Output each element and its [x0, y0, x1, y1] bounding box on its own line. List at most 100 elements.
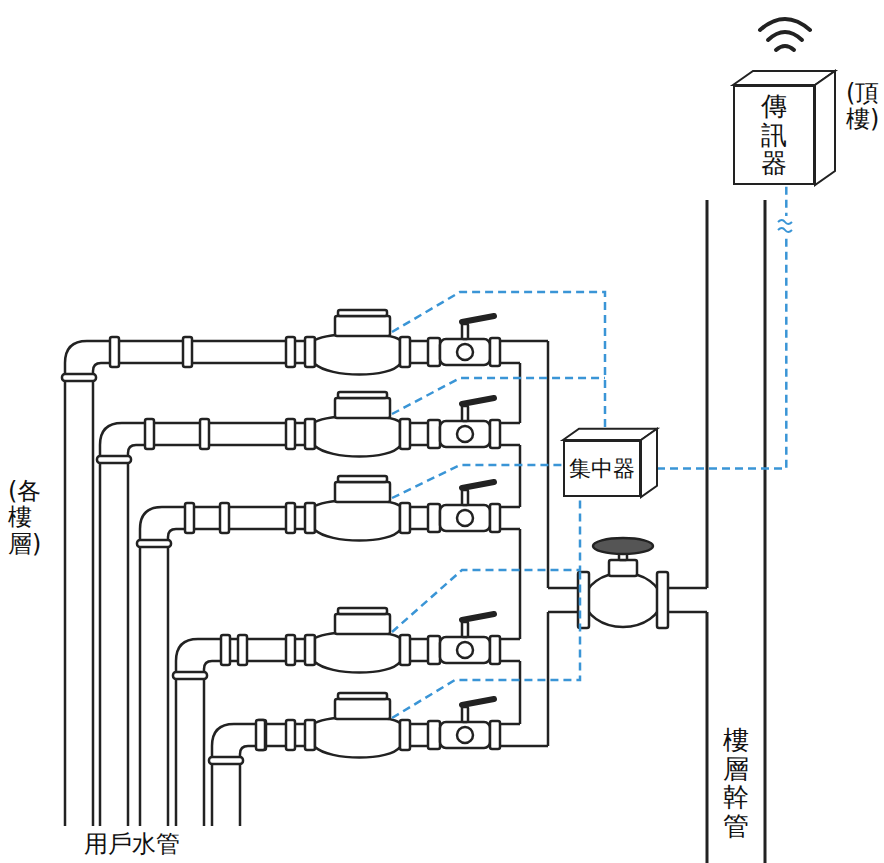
valve-nut: [490, 420, 500, 448]
pipe-wall: [500, 639, 520, 661]
pipe-wall: [500, 724, 520, 746]
meter-lid: [338, 608, 387, 614]
signal-wire: [392, 378, 605, 414]
meter-flange: [305, 635, 315, 665]
meter-lid: [338, 392, 387, 398]
pipe-coupling: [257, 720, 266, 750]
ball-valve-ball: [457, 426, 473, 442]
valve-stem: [462, 622, 468, 637]
user-pipe-wall: [93, 363, 305, 826]
valve-nut: [428, 420, 440, 448]
meter-body: [315, 334, 400, 375]
user-pipe-wall: [140, 507, 305, 826]
meter-body: [315, 416, 400, 457]
valve-nut: [428, 338, 440, 366]
transmitter-box: 傳訊器: [733, 85, 815, 185]
pipe-coupling: [200, 419, 209, 449]
pipe-coupling: [173, 672, 207, 679]
pipe-wall: [668, 588, 707, 612]
break-squiggle: [778, 220, 792, 232]
ball-valve-body: [440, 637, 490, 663]
user-pipe-wall: [240, 746, 305, 826]
meter-register: [335, 398, 390, 418]
valve-stem: [462, 324, 468, 339]
ball-valve-ball: [457, 344, 473, 360]
meter-flange: [305, 419, 315, 449]
valve-nut: [490, 338, 500, 366]
part-label: 用戶水管: [84, 828, 180, 860]
concentrator-box: 集中器: [563, 440, 641, 497]
meter-flange: [305, 720, 315, 750]
meter-register: [335, 316, 390, 336]
valve-handle: [462, 482, 494, 488]
meter-flange: [400, 635, 410, 665]
part-label: 樓層幹管: [723, 726, 749, 840]
meter-register: [335, 699, 390, 719]
location-label: (各樓層): [8, 478, 32, 557]
pipe-coupling: [220, 503, 229, 533]
meter-register: [335, 482, 390, 502]
valve-handle: [462, 699, 494, 705]
valve-nut: [428, 636, 440, 664]
valve-handle: [462, 614, 494, 620]
pipe-wall: [500, 423, 520, 445]
ball-valve-ball: [457, 727, 473, 743]
gate-valve-handwheel: [593, 538, 653, 554]
wifi-arc: [768, 32, 802, 40]
meter-flange: [400, 720, 410, 750]
box-side-face: [815, 71, 835, 185]
pipe-coupling: [286, 635, 295, 665]
pipe-wall: [548, 588, 578, 612]
pipe-coupling: [137, 540, 171, 547]
riser-wall: [519, 661, 522, 724]
signal-wire: [392, 465, 563, 498]
pipe-wall: [500, 341, 520, 363]
riser-cap: [520, 340, 548, 343]
valve-nut: [490, 504, 500, 532]
valve-nut: [428, 721, 440, 749]
ball-valve-body: [440, 339, 490, 365]
valve-handle: [462, 316, 494, 322]
pipe-coupling: [110, 337, 119, 367]
riser-wall: [519, 529, 522, 639]
wifi-arc: [776, 46, 794, 50]
ball-valve-body: [440, 505, 490, 531]
trunk-pipe-wall: [764, 200, 767, 863]
signal-wire: [392, 497, 580, 632]
location-label: (頂樓): [846, 80, 870, 133]
pipe-coupling: [183, 337, 192, 367]
wifi-arc: [760, 19, 810, 30]
meter-flange: [400, 419, 410, 449]
pipe-coupling: [256, 720, 265, 750]
pipe-wall: [410, 423, 428, 445]
pipe-wall: [500, 507, 520, 529]
gate-valve-flange: [657, 572, 668, 628]
meter-flange: [400, 337, 410, 367]
user-pipe-wall: [128, 445, 305, 826]
ball-valve-ball: [457, 510, 473, 526]
pipe-coupling: [286, 419, 295, 449]
pipe-coupling: [286, 337, 295, 367]
ball-valve-body: [440, 421, 490, 447]
pipe-wall: [410, 507, 428, 529]
trunk-pipe-wall: [706, 200, 709, 588]
gate-valve-body: [585, 573, 661, 627]
valve-stem: [462, 406, 468, 421]
user-pipe-wall: [65, 341, 305, 826]
valve-nut: [490, 636, 500, 664]
meter-flange: [305, 337, 315, 367]
pipe-coupling: [62, 374, 96, 381]
valve-nut: [490, 721, 500, 749]
break-patch: [776, 216, 794, 236]
pipe-wall: [410, 341, 428, 363]
pipe-wall: [410, 724, 428, 746]
meter-body: [315, 717, 400, 758]
gate-valve-bonnet: [609, 560, 637, 576]
wifi-symbol: [760, 19, 810, 50]
pipe-coupling: [209, 757, 243, 764]
meter-lid: [338, 693, 387, 699]
ball-valve-ball: [457, 642, 473, 658]
riser-cap: [520, 745, 548, 748]
riser-wall: [519, 363, 522, 423]
valve-stem: [462, 707, 468, 722]
